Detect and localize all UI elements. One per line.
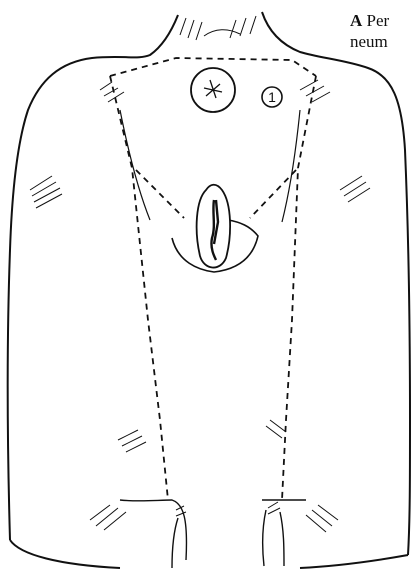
- left-thigh-crease: [120, 110, 150, 220]
- dashed-incision-right: [282, 76, 316, 500]
- marker-label: 1: [268, 89, 276, 105]
- lower-folds: [120, 500, 306, 568]
- dashed-incision-left: [110, 76, 168, 500]
- top-hatching: [180, 16, 256, 40]
- right-shading: [266, 80, 370, 532]
- panel-letter: A: [350, 11, 362, 30]
- lower-hatching: [176, 502, 280, 516]
- figure-caption: A Per neum: [350, 10, 389, 52]
- caption-line-2: neum: [350, 31, 389, 52]
- right-thigh-crease: [282, 110, 300, 222]
- caption-line-1: Per: [367, 11, 390, 30]
